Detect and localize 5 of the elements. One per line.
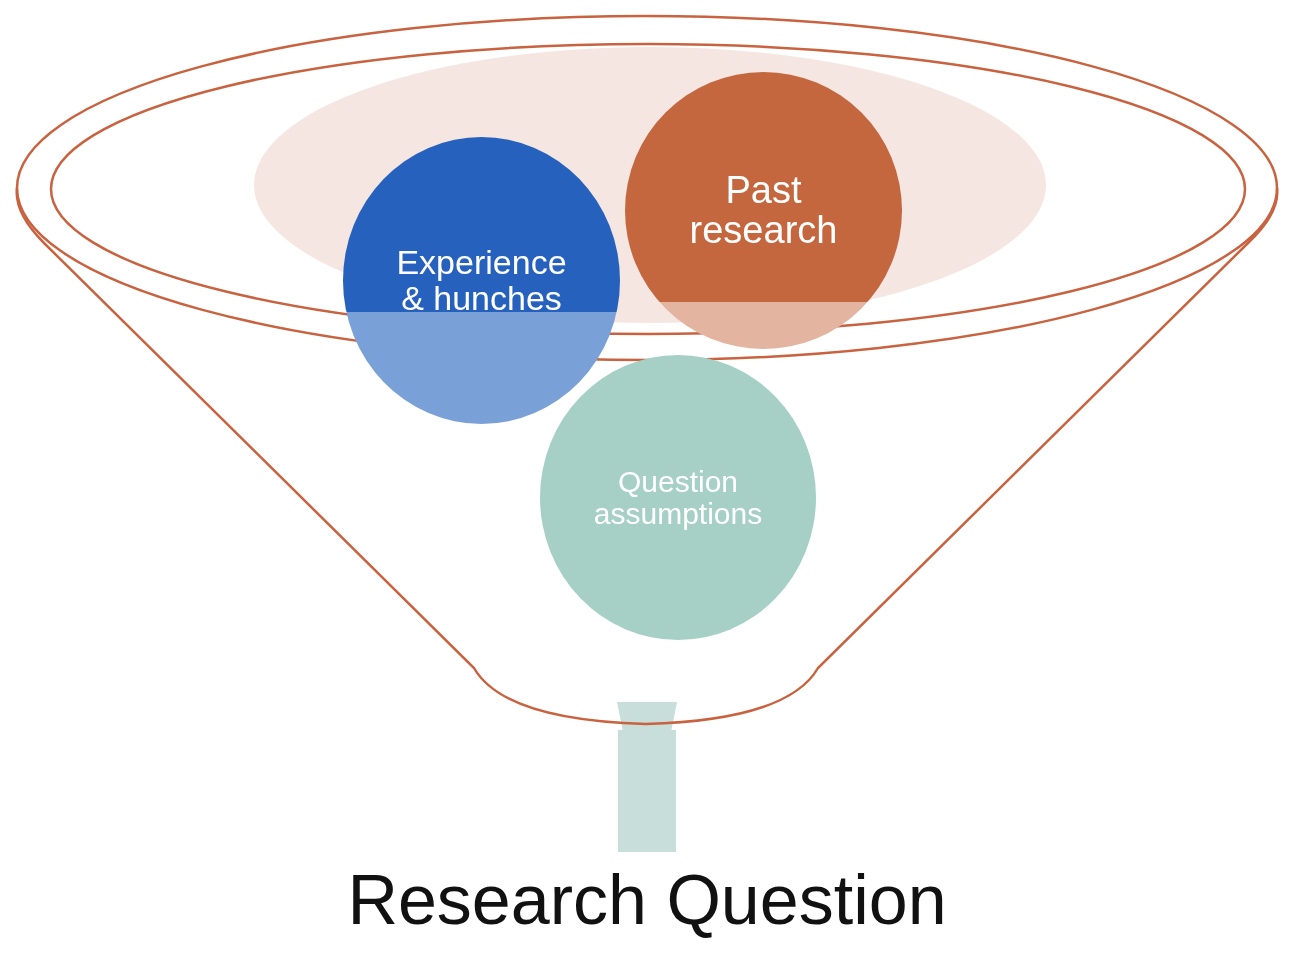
result-text: Research Question <box>346 864 948 938</box>
circle-label: Question assumptions <box>592 466 764 529</box>
circle-label: Past research <box>688 170 839 251</box>
block-arrow <box>617 702 677 852</box>
circle-label: Experience & hunches <box>395 244 568 317</box>
